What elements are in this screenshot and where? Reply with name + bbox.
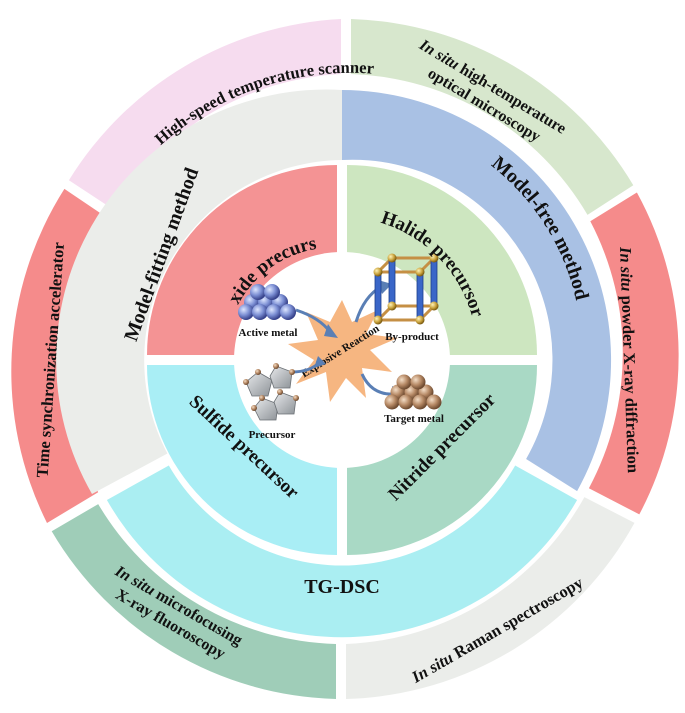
- by-product-label: By-product: [385, 331, 439, 343]
- active-metal-icon: [238, 284, 296, 320]
- middle-ring: [56, 89, 612, 638]
- precursor-atoms: [243, 363, 299, 411]
- arrowhead-3: [314, 356, 326, 368]
- outer-ring: [11, 19, 679, 699]
- optical-microscopy-segment: [351, 19, 634, 215]
- explosion-burst: [288, 300, 398, 402]
- precursor-label: Precursor: [249, 429, 296, 441]
- high-speed-scanner-segment: [68, 19, 342, 210]
- tg-dsc-label: TG-DSC: [304, 576, 380, 598]
- active-metal-label: Active metal: [239, 327, 298, 339]
- arrowhead-2: [378, 280, 392, 294]
- target-metal-icon: [384, 374, 442, 410]
- by-product-lattice-icon: [373, 253, 439, 325]
- arrowhead-1: [324, 324, 338, 338]
- target-metal-label: Target metal: [384, 413, 444, 425]
- tg-dsc-segment: [106, 465, 578, 638]
- powder-xrd-segment: [588, 192, 679, 515]
- model-free-segment: [342, 90, 612, 492]
- microfocusing-xrf-segment: [51, 504, 336, 699]
- model-fitting-segment: [56, 89, 343, 494]
- raman-spectroscopy-segment: [346, 497, 635, 699]
